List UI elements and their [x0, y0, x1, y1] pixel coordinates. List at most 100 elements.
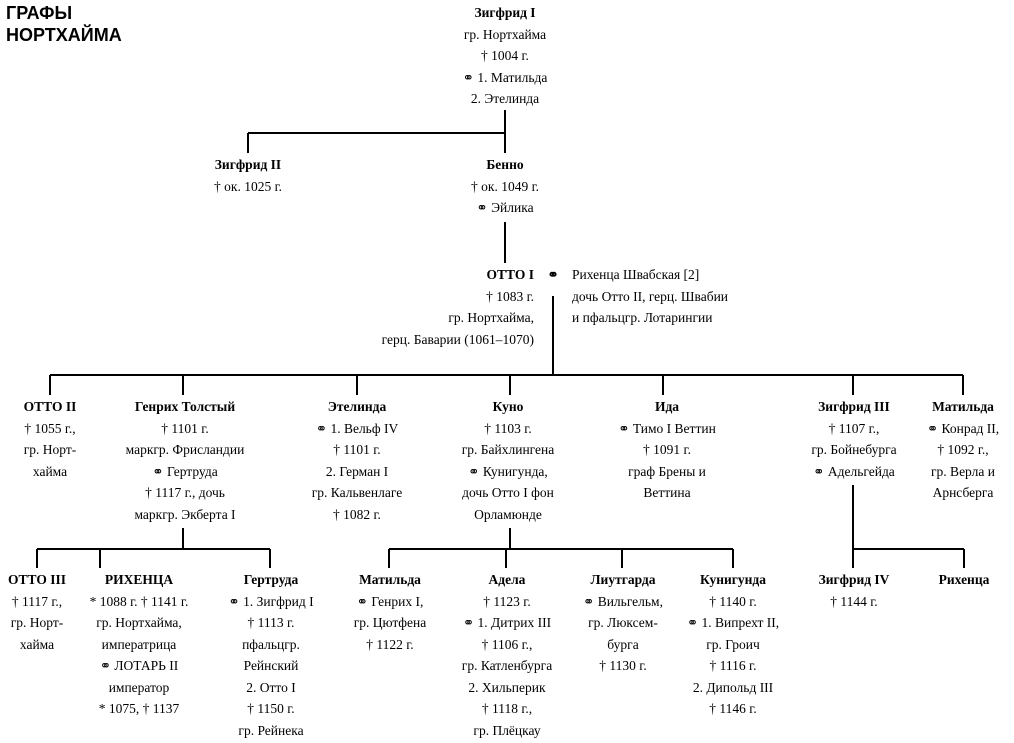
- person-detail-line: ⚭ Гертруда: [152, 463, 218, 479]
- person-detail-line: гр. Бойнебурга: [811, 442, 897, 457]
- person-detail-line: ⚭ Вильгельм,: [583, 593, 663, 609]
- person-detail-line: † ок. 1025 г.: [214, 178, 282, 194]
- person-detail-line: ⚭ 1. Дитрих III: [462, 615, 552, 630]
- person-detail-line: и пфальцгр. Лотарингии: [572, 310, 713, 325]
- person-detail-line: † 1117 г., дочь: [145, 485, 225, 500]
- person-detail-line: Рейнский: [243, 658, 299, 673]
- person-name: ОТТО I: [486, 267, 534, 282]
- person-detail-line: † 1083 г.: [486, 288, 534, 304]
- marriage-symbol-text: ⚭: [547, 267, 559, 282]
- person-name: Кунигунда: [699, 572, 766, 587]
- person-detail-line: гр. Рейнека: [238, 722, 304, 738]
- person-richenza-2: Рихенца: [939, 569, 990, 591]
- person-detail-line: императрица: [101, 636, 177, 652]
- person-name: Матильда: [359, 572, 421, 587]
- person-detail-line: † 1140 г.: [709, 593, 757, 609]
- person-detail-line: † 1113 г.: [247, 615, 295, 630]
- person-name: Бенно: [486, 157, 524, 172]
- person-mathilda-2: Матильда⚭ Генрих I,гр. Цютфена† 1122 г.: [354, 569, 427, 655]
- person-detail-line: гр. Катленбурга: [461, 658, 553, 673]
- person-detail-line: 2. Хильперик: [468, 679, 546, 695]
- person-name: ОТТО III: [8, 572, 66, 587]
- person-detail-line: ⚭ 1. Вельф IV: [315, 420, 399, 436]
- person-name: Куно: [492, 399, 524, 414]
- person-detail-line: ⚭ Эйлика: [476, 200, 534, 215]
- person-detail-line: гр. Нортхайма,: [96, 615, 182, 630]
- person-detail-line: † 1004 г.: [481, 48, 529, 63]
- title-line: НОРТХАЙМА: [6, 25, 122, 45]
- person-detail-line: ⚭ Конрад II,: [926, 420, 1000, 436]
- person-detail-line: император: [108, 679, 170, 695]
- person-detail-line: гр. Верла и: [931, 463, 995, 479]
- person-richenza: РИХЕНЦА* 1088 г. † 1141 г.гр. Нортхайма,…: [90, 569, 189, 720]
- person-detail-line: дочь Отто I фон: [462, 485, 554, 500]
- page-title: ГРАФЫ НОРТХАЙМА: [6, 2, 122, 46]
- person-mathilda: Матильда ⚭ Конрад II, † 1092 г., гр. Верла …: [927, 396, 999, 504]
- person-sigfried-2: Зигфрид II † ок. 1025 г.: [214, 154, 282, 197]
- person-detail-line: † 1055 г.,: [24, 420, 76, 436]
- person-name: Зигфрид I: [474, 5, 536, 20]
- person-adela: Адела † 1123 г. ⚭ 1. Дитрих III † 1106 г., г…: [462, 569, 552, 741]
- person-detail-line: гр. Байхлингена: [461, 442, 555, 457]
- person-detail-line: † 1106 г.,: [481, 636, 533, 652]
- person-detail-line: ⚭ 1. Матильда: [462, 69, 548, 85]
- person-otto-3: ОТТО III† 1117 г.,гр. Норт-хайма: [8, 569, 66, 655]
- person-detail-line: гр. Кальвенлаге: [311, 485, 403, 500]
- person-sigfried-4: Зигфрид IV † 1144 г.: [819, 569, 890, 612]
- person-sigfried-1: Зигфрид I гр. Нортхайма † 1004 г. ⚭ 1. Мати…: [463, 2, 548, 110]
- person-detail-line: пфальцгр.: [242, 636, 300, 652]
- person-detail-line: гр. Гроич: [706, 636, 760, 652]
- person-kuno: Куно † 1103 г. гр. Байхлингена ⚭ Кунигунда,…: [462, 396, 555, 525]
- person-detail-line: герц. Баварии (1061–1070): [381, 331, 534, 347]
- person-name: Генрих Толстый: [134, 399, 236, 414]
- person-detail-line: † 1130 г.: [599, 658, 647, 673]
- person-detail-line: Рихенца Швабская [2]: [572, 267, 700, 282]
- person-detail-line: 2. Этелинда: [470, 91, 540, 106]
- person-name: Зигфрид IV: [818, 572, 890, 587]
- person-name: Этелинда: [327, 399, 387, 414]
- person-detail-line: 2. Дипольд III: [692, 679, 774, 695]
- person-liutgarda: Лиутгарда⚭ Вильгельм,гр. Люксем-бурга† 1…: [583, 569, 663, 677]
- person-detail-line: дочь Отто II, герц. Швабии: [572, 288, 729, 304]
- person-heinrich: Генрих Толстый † 1101 г. маркгр. Фрисланди…: [126, 396, 245, 525]
- person-detail-line: маркгр. Фрисландии: [125, 442, 245, 457]
- person-detail-line: ⚭ Тимо I Веттин: [618, 420, 716, 436]
- person-detail-line: † 1101 г.: [333, 442, 381, 457]
- person-name: ОТТО II: [23, 399, 77, 414]
- person-detail-line: 2. Герман I: [325, 463, 389, 479]
- person-name: Зигфрид II: [214, 157, 282, 172]
- person-detail-line: † 1144 г.: [830, 593, 878, 609]
- person-detail-line: гр. Плёцкау: [473, 722, 541, 738]
- person-detail-line: гр. Норт-: [10, 615, 64, 630]
- person-detail-line: † 1103 г.: [484, 420, 532, 436]
- person-detail-line: † ок. 1049 г.: [471, 178, 539, 194]
- person-detail-line: † 1101 г.: [161, 420, 209, 436]
- person-name: Матильда: [932, 399, 994, 414]
- person-detail-line: Орламюнде: [474, 506, 542, 522]
- person-otto-2: ОТТО II† 1055 г.,гр. Норт-хайма: [24, 396, 77, 482]
- person-richenza-swabia: Рихенца Швабская [2] дочь Отто II, герц. …: [572, 264, 728, 329]
- person-detail-line: ⚭ 1. Зигфрид I: [228, 593, 314, 609]
- person-detail-line: Веттина: [643, 485, 691, 500]
- person-detail-line: ⚭ Кунигунда,: [468, 463, 548, 479]
- person-detail-line: ⚭ ЛОТАРЬ II: [99, 658, 179, 673]
- person-name: Адела: [488, 572, 526, 587]
- person-name: РИХЕНЦА: [104, 572, 174, 587]
- person-name: Зигфрид III: [818, 399, 890, 414]
- person-detail-line: † 1092 г.,: [937, 442, 989, 457]
- person-detail-line: граф Брены и: [628, 463, 706, 479]
- person-gertruda: Гертруда⚭ 1. Зигфрид I† 1113 г.пфальцгр.…: [228, 569, 313, 741]
- person-detail-line: † 1118 г.,: [481, 701, 533, 716]
- person-detail-line: бурга: [607, 636, 639, 652]
- person-detail-line: гр. Нортхайма: [463, 26, 547, 42]
- person-detail-line: гр. Нортхайма,: [448, 310, 534, 325]
- person-ethelinda: Этелинда ⚭ 1. Вельф IV † 1101 г. 2. Герман …: [312, 396, 402, 525]
- person-kunigunda: Кунигунда† 1140 г.⚭ 1. Випрехт II,гр. Гр…: [687, 569, 779, 720]
- person-benno: Бенно † ок. 1049 г. ⚭ Эйлика: [471, 154, 539, 219]
- person-detail-line: † 1123 г.: [483, 593, 531, 609]
- person-name: Ида: [654, 399, 680, 414]
- person-detail-line: ⚭ Генрих I,: [356, 593, 424, 609]
- person-detail-line: † 1146 г.: [709, 701, 757, 716]
